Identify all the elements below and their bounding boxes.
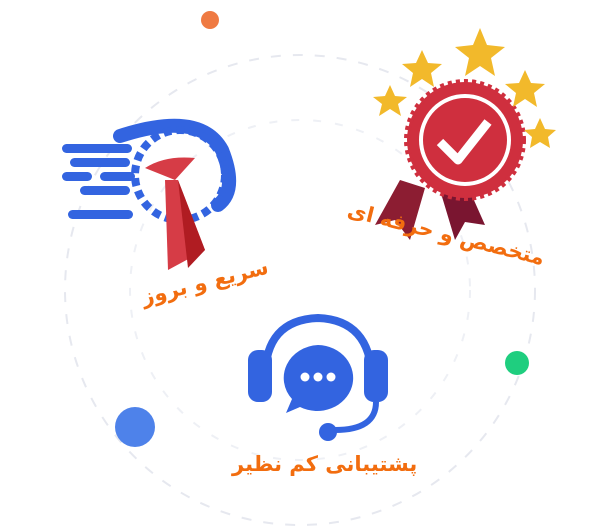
blue-dot — [115, 407, 155, 447]
dashed-orbit — [64, 54, 536, 526]
award-ribbon-icon — [373, 28, 556, 240]
green-dot — [505, 351, 529, 375]
dashed-orbit-inner — [129, 119, 471, 461]
feature-label-support: پشتیبانی کم نظیر — [232, 452, 418, 476]
speed-tie-icon — [62, 118, 236, 270]
orange-dot — [201, 11, 219, 29]
headset-support-icon — [248, 313, 388, 441]
